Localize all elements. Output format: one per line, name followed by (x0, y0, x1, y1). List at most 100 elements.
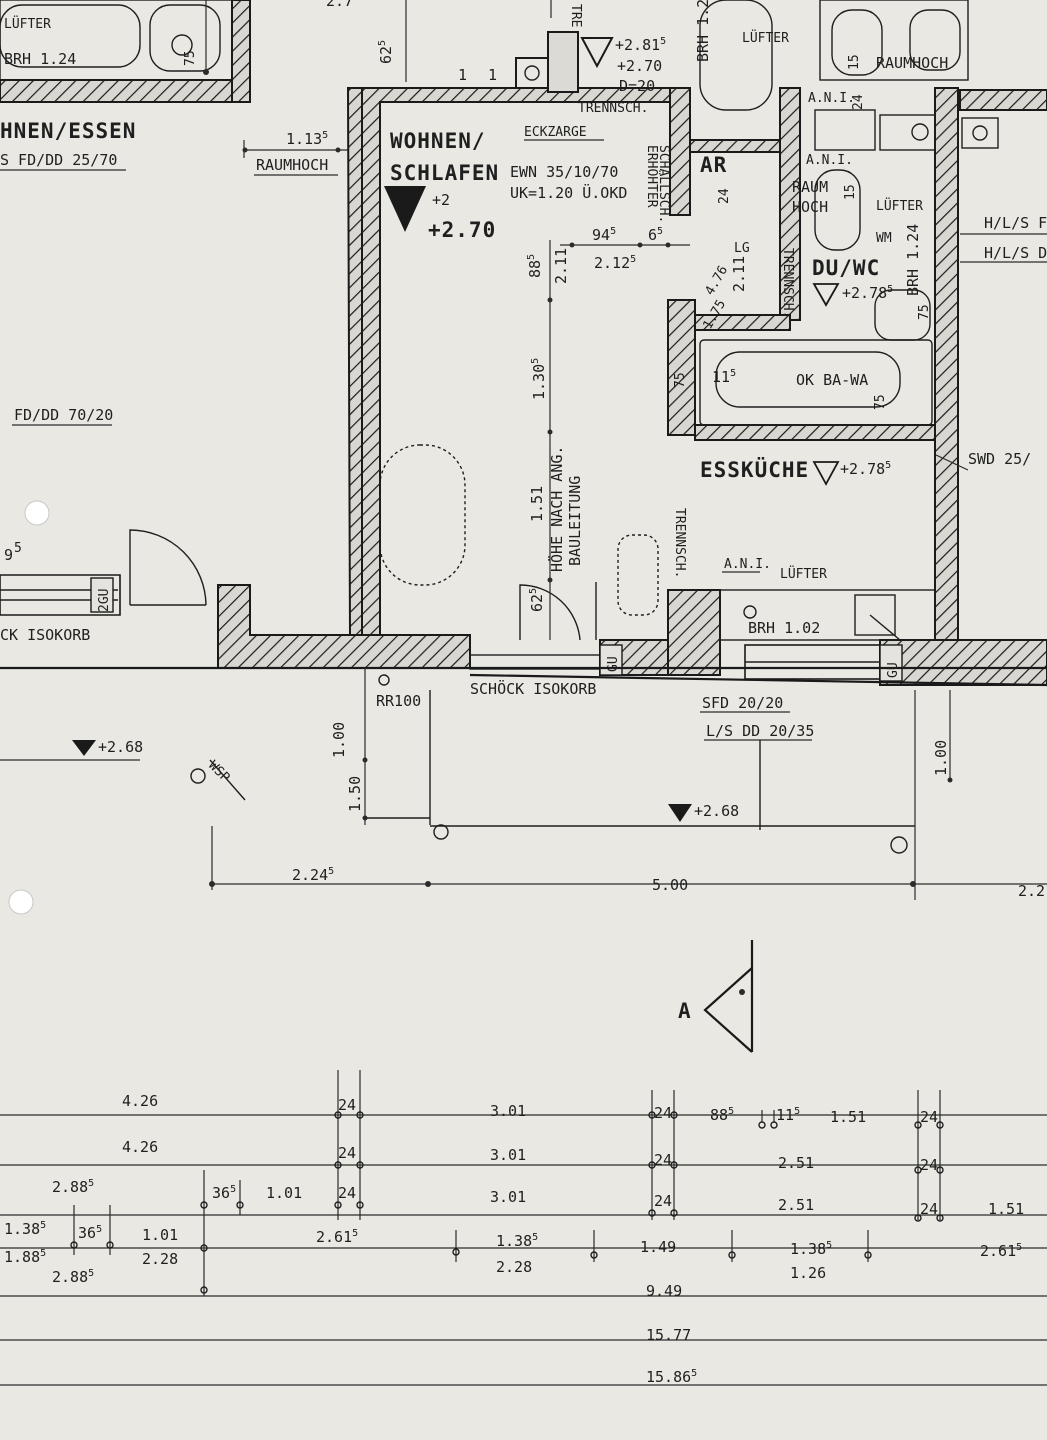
dim-945: 945 (592, 226, 616, 244)
chain-r1-b: 24 (338, 1096, 356, 1114)
chain-r3-d: 24 (338, 1184, 356, 1202)
room-esskueche: ESSKÜCHE (700, 457, 809, 482)
dim-211-b: 2.11 (730, 256, 748, 292)
room-wohnen-essen: HNEN/ESSEN (0, 119, 136, 143)
dim-75-bath-r: 75 (873, 394, 888, 410)
chain-r1-e: 885 (710, 1106, 734, 1124)
room-duwc: DU/WC (812, 256, 880, 280)
dim-1305: 1.305 (530, 358, 548, 400)
dim-75-tl: 75 (183, 50, 198, 66)
label-erhoehter-1: ERHÖHTER (644, 145, 661, 208)
level-marker (384, 186, 426, 232)
label-trennsch-top: TRENNSCH. (578, 101, 648, 116)
level-top-270: +2.70 (617, 57, 662, 75)
chain-r2-a: 4.26 (122, 1138, 158, 1156)
dim-1-135: 1.135 (286, 130, 328, 148)
chain-r7-a: 15.865 (646, 1368, 697, 1386)
label-ani-mid: A.N.I. (806, 153, 853, 168)
chain-r4-e2: 2.28 (496, 1258, 532, 1276)
dim-24-du: 24 (851, 94, 866, 110)
level-marker-top (580, 37, 614, 69)
label-luefter-duwc: LÜFTER (876, 197, 923, 214)
level-marker-balcony-left (72, 740, 96, 756)
label-brh-kitchen: BRH 1.02 (748, 619, 820, 637)
dim-24-ar: 24 (717, 188, 732, 204)
dim-2245: 2.245 (292, 866, 334, 884)
label-hoehe-1: HÖHE NACH ANG. (547, 446, 566, 572)
dim-211-a: 2.11 (552, 248, 570, 284)
chain-r4-b: 365 (78, 1224, 102, 1242)
level-top-281: +2.815 (615, 36, 666, 54)
label-luefter-tl: LÜFTER (4, 15, 51, 32)
chain-r4-c2: 2.28 (142, 1250, 178, 1268)
dim-75-du: 75 (917, 304, 932, 320)
label-tre: TRE (568, 4, 583, 27)
dim-27-top: 2.7 (326, 0, 353, 10)
dim-5-left-sup: 5 (14, 541, 22, 556)
chain-r5-a: 2.885 (52, 1268, 94, 1286)
label-ewn: EWN 35/10/70 (510, 163, 618, 181)
label-brh-top: BRH 1.2 (694, 0, 712, 62)
chain-r4-d: 2.615 (316, 1228, 358, 1246)
room-wohnen-schlafen-1: WOHNEN/ (390, 129, 486, 153)
label-lg: LG (734, 241, 750, 256)
label-sfd: SFD 20/20 (702, 694, 783, 712)
label-trennsch-mid: TRENNSCH. (780, 248, 795, 318)
punch-hole (24, 500, 50, 526)
label-hoehe-2: BAULEITUNG (566, 476, 584, 566)
dim-15-top: 15 (847, 54, 862, 70)
chain-r6-a: 15.77 (646, 1326, 691, 1344)
label-fd-dd-70-20: FD/DD 70/20 (14, 406, 113, 424)
label-brh-tl: BRH 1.24 (4, 50, 76, 68)
label-isokorb-left: CK ISOKORB (0, 626, 90, 644)
chain-r1-c: 3.01 (490, 1102, 526, 1120)
neighbour-bath (0, 0, 251, 158)
label-eckzarge: ECKZARGE (524, 125, 587, 140)
level-duwc: +2.785 (842, 284, 893, 302)
label-section-a: A (678, 999, 692, 1023)
chain-r3-a: 2.885 (52, 1178, 94, 1196)
dim-1-top-b: 1 (488, 66, 497, 84)
label-gu-right: GU (886, 662, 901, 678)
label-erhoehter-2: SCHALLSCH. (656, 145, 671, 223)
chain-r4-a2: 1.885 (4, 1248, 46, 1266)
label-hls-1: H/L/S F (984, 214, 1047, 232)
label-rr100: RR100 (376, 692, 421, 710)
walls (0, 31, 1047, 687)
level-wohnen-plus2: +2 (432, 191, 450, 209)
label-uk: UK=1.20 Ü.OKD (510, 183, 627, 202)
chain-r4-g: 1.385 (790, 1240, 832, 1258)
dim-625-v: 625 (528, 588, 546, 612)
dim-65: 65 (648, 226, 663, 244)
chain-r1-h: 24 (920, 1108, 938, 1126)
dim-22-right: 2.2 (1018, 882, 1045, 900)
chain-r3-f: 24 (654, 1192, 672, 1210)
label-ok-ba-wa: OK BA-WA (796, 371, 868, 389)
room-hoch: HOCH (792, 198, 828, 216)
chain-r4-f: 1.49 (640, 1238, 676, 1256)
label-fd-dd-25-70: S FD/DD 25/70 (0, 151, 117, 169)
label-schoeck-isokorb: SCHÖCK ISOKORB (470, 679, 596, 698)
dim-2125: 2.125 (594, 254, 636, 272)
label-brh-duwc: BRH 1.24 (904, 224, 922, 296)
dim-100-b: 1.00 (932, 740, 950, 776)
chain-r2-e: 2.51 (778, 1154, 814, 1172)
chain-r5-b: 9.49 (646, 1282, 682, 1300)
label-ani-kitchen: A.N.I. (724, 557, 771, 572)
chain-r2-f: 24 (920, 1156, 938, 1174)
level-marker-duwc (812, 283, 840, 307)
chain-r1-f: 115 (776, 1106, 800, 1124)
chain-r3-i: 1.51 (988, 1200, 1024, 1218)
chain-r4-h: 2.615 (980, 1242, 1022, 1260)
level-wohnen: +2.70 (428, 218, 496, 242)
chain-r1-d: 24 (654, 1104, 672, 1122)
chain-r4-c: 1.01 (142, 1226, 178, 1244)
room-wohnen-schlafen-2: SCHLAFEN (390, 161, 499, 185)
chain-r4-a: 1.385 (4, 1220, 46, 1238)
dim-885-v: 885 (526, 254, 544, 278)
chain-r3-e: 3.01 (490, 1188, 526, 1206)
chain-r3-b: 365 (212, 1184, 236, 1202)
dim-1-top: 1 (458, 66, 467, 84)
level-esskueche: +2.785 (840, 460, 891, 478)
